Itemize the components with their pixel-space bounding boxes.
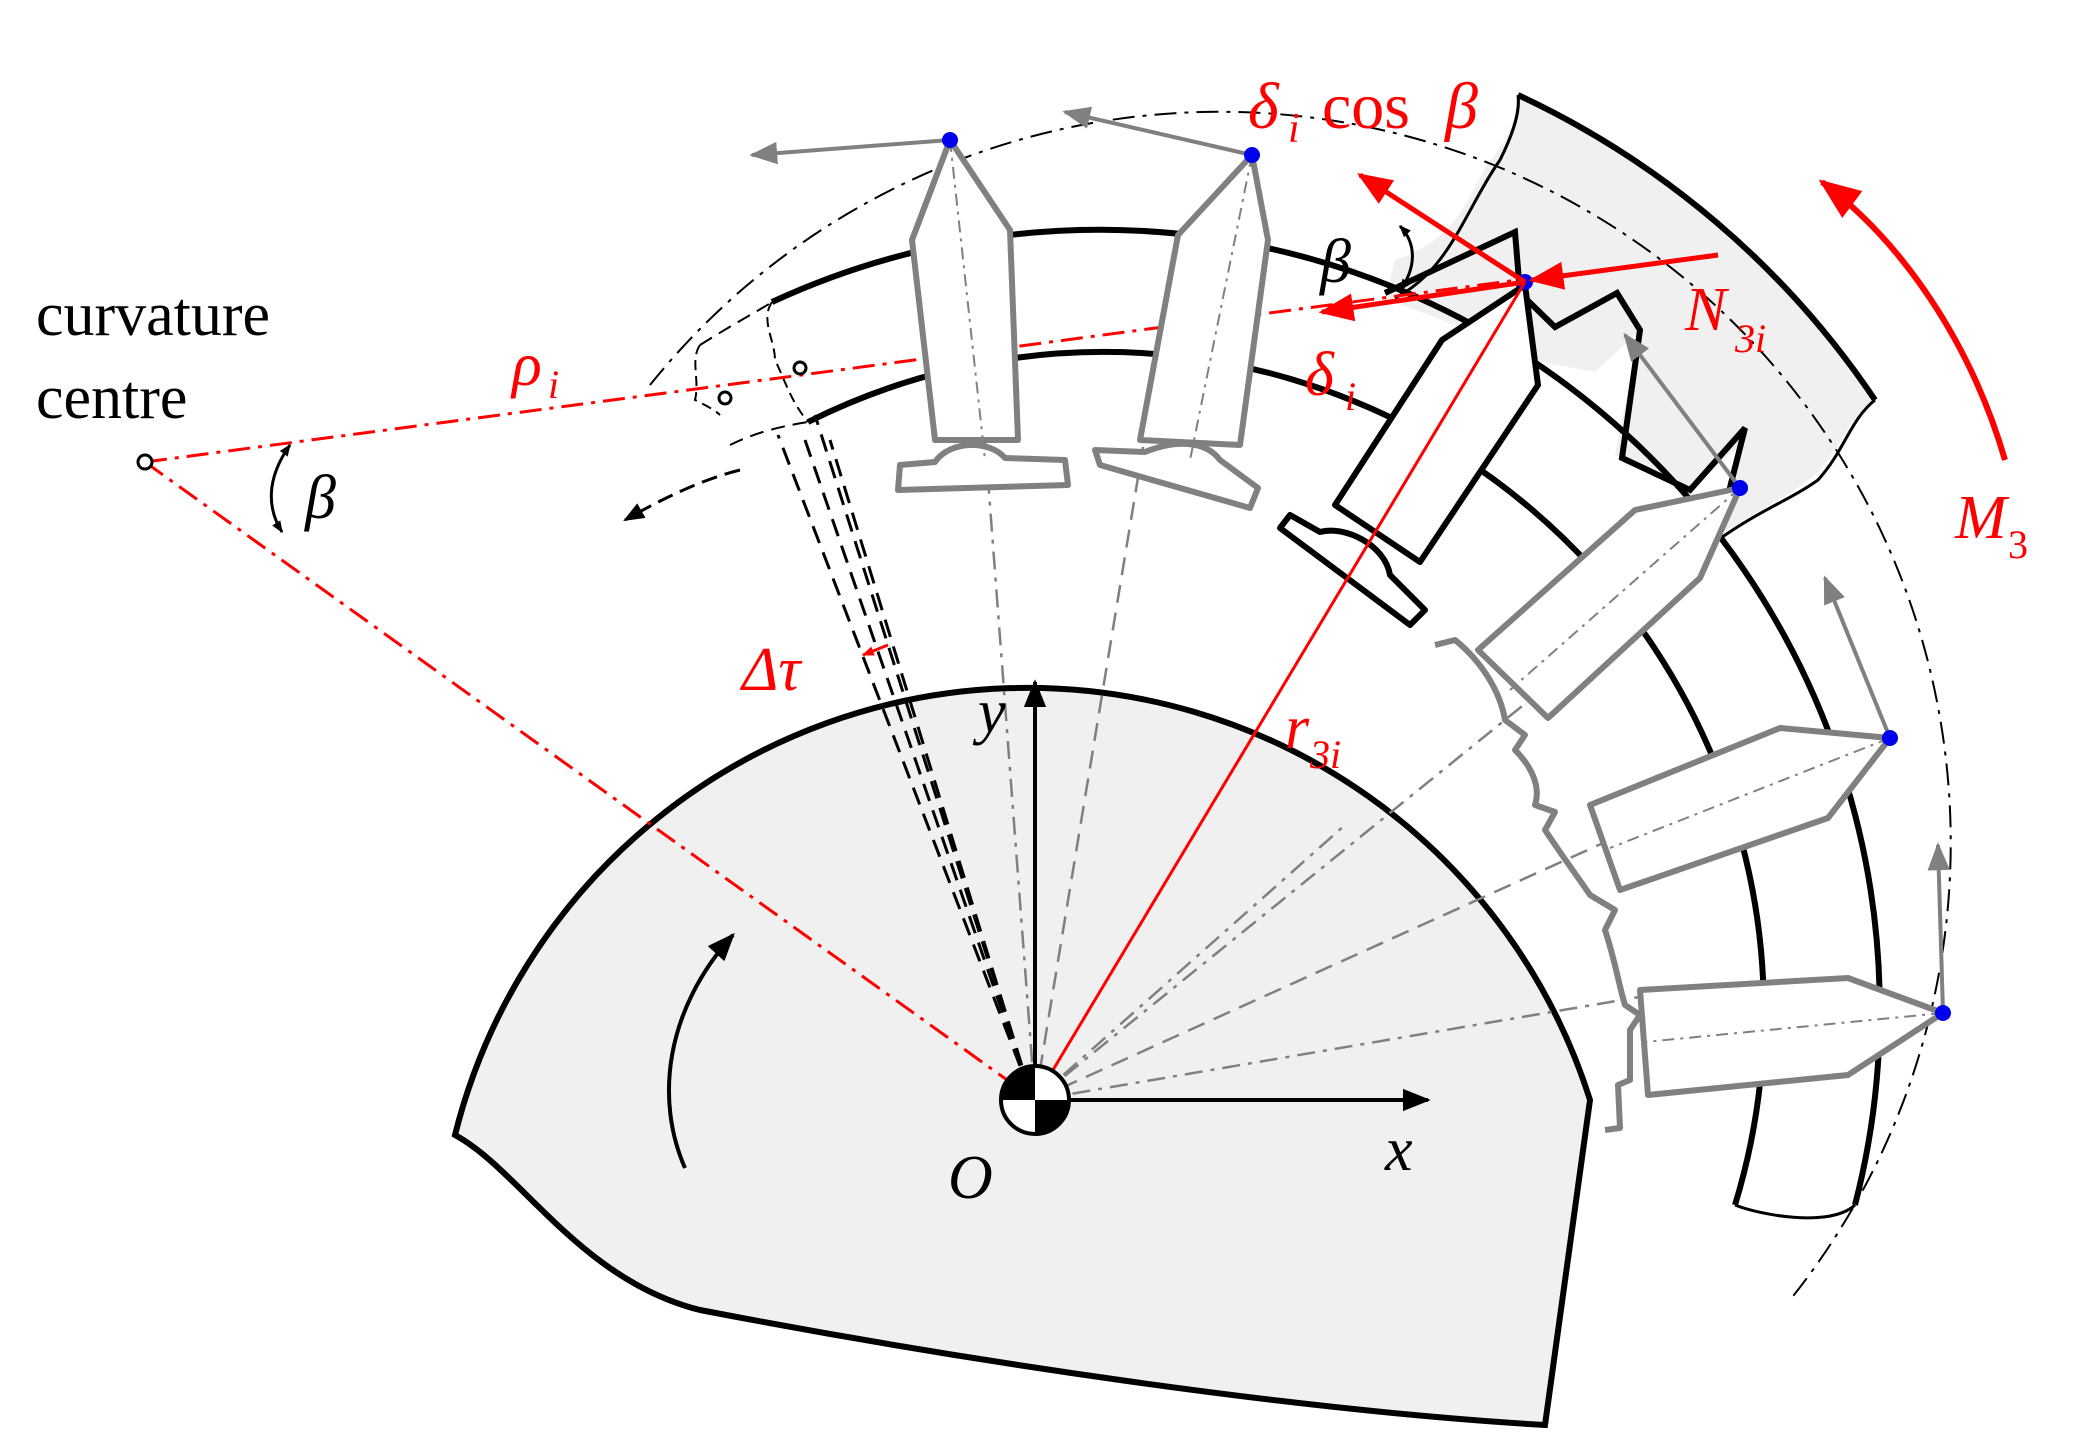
N3i-force-arrow <box>1528 252 1719 290</box>
rock-outline <box>1516 92 1878 402</box>
curvature-lines <box>144 278 1519 1102</box>
delta-cos-word: cos <box>1322 70 1410 143</box>
rho-subscript: i <box>548 362 559 407</box>
delta-cos-sub: i <box>1288 106 1300 152</box>
kerf-ghost-profile <box>693 301 809 423</box>
delta-tau-arrow <box>861 643 889 657</box>
kerf-inner-arc <box>806 349 1767 1206</box>
kerf-dashed-extension <box>699 301 809 446</box>
N-symbol: N <box>1684 276 1730 344</box>
beta-label-top: β <box>1319 228 1351 296</box>
pick-grey-3 <box>1475 485 1743 721</box>
drum-body <box>451 684 1594 1429</box>
pick-grey-4 <box>1587 725 1893 893</box>
r3i-line <box>1033 281 1527 1101</box>
delta-cos-beta-arrow <box>1357 172 1527 285</box>
pick-grey-5 <box>1637 975 1946 1098</box>
drum-rotation-arrow <box>666 932 735 1169</box>
curvature-label-line1: curvature <box>36 281 270 349</box>
origin-marker <box>999 1064 1071 1136</box>
curvature-label-line2: centre <box>36 364 187 432</box>
delta-cos-beta: β <box>1443 70 1478 143</box>
pick-grey-4-axis <box>1609 737 1891 849</box>
beta-arc-top <box>1398 224 1414 291</box>
pick-grey-3-axis <box>1509 487 1741 691</box>
M-subscript: 3 <box>2008 522 2028 567</box>
radial-lines <box>980 399 1711 1102</box>
kerf-motion-arrow <box>623 468 741 522</box>
kerf-outer-arc <box>770 226 1883 1206</box>
velocity-arrows <box>749 106 1950 1014</box>
pick-grey-1 <box>895 137 1071 493</box>
rho-symbol: ρ <box>510 331 542 399</box>
beta-label-left: β <box>304 464 336 532</box>
x-axis-label: x <box>1384 1116 1413 1184</box>
beta-arc-left <box>269 444 292 534</box>
r-subscript: 3i <box>1309 732 1341 777</box>
N-subscript: 3i <box>1734 316 1766 361</box>
M-symbol: M <box>1954 484 2010 552</box>
pick-black <box>1277 282 1541 628</box>
r-symbol: r <box>1285 694 1310 762</box>
pick-grey-2 <box>1092 152 1271 511</box>
construction-points <box>136 360 808 471</box>
delta-tau-label: Δτ <box>739 636 803 704</box>
y-axis-label: y <box>972 678 1006 746</box>
origin-label: O <box>948 1144 993 1212</box>
kerf-bottom-cut <box>1734 1203 1857 1220</box>
holder-chain <box>1434 637 1643 1133</box>
black-dashed-radials <box>776 414 1032 1093</box>
M3-moment-arrow <box>1818 179 2008 461</box>
delta-symbol: δ <box>1305 341 1335 409</box>
delta-subscript: i <box>1345 374 1356 419</box>
delta-cos-delta: δ <box>1248 70 1280 143</box>
pick-grey-2-axis <box>1189 154 1253 461</box>
pick-grey-5-axis <box>1644 1012 1944 1043</box>
delta-arrow <box>1318 279 1526 322</box>
